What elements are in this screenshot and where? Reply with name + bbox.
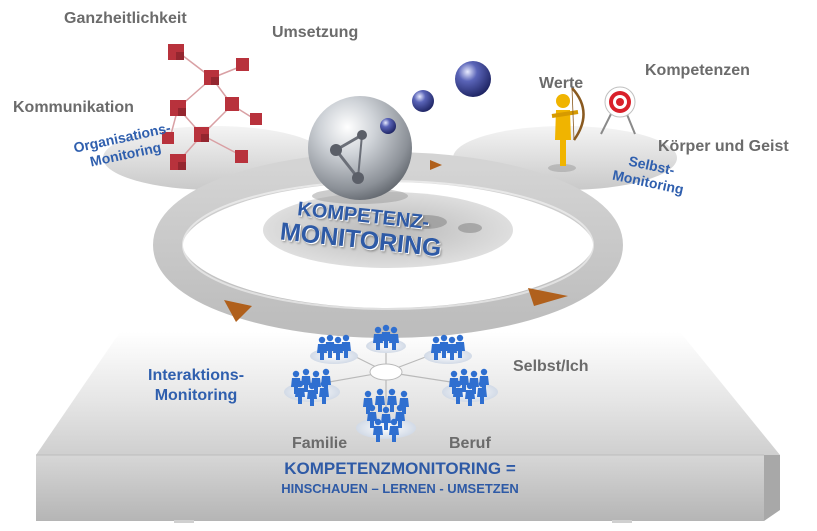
bottom-banner: KOMPETENZMONITORING = HINSCHAUEN – LERNE… bbox=[36, 458, 764, 498]
ring-arrow-left bbox=[224, 300, 252, 322]
label-selbst-ich: Selbst/Ich bbox=[513, 358, 589, 375]
label-umsetzung: Umsetzung bbox=[272, 24, 359, 41]
platform bbox=[36, 332, 780, 521]
label-interaktions-monitoring: Interaktions- Monitoring bbox=[148, 366, 244, 406]
target-icon bbox=[600, 86, 636, 135]
label-ganzheitlichkeit: Ganzheitlichkeit bbox=[64, 10, 187, 27]
molecule-cubes-icon bbox=[162, 44, 262, 170]
banner-line2: HINSCHAUEN – LERNEN - UMSETZEN bbox=[281, 481, 519, 496]
sphere-network-icon bbox=[308, 96, 412, 204]
label-kommunikation: Kommunikation bbox=[13, 99, 134, 116]
label-interaktions-line2: Monitoring bbox=[154, 387, 238, 404]
label-interaktions-line1: Interaktions- bbox=[148, 367, 245, 384]
center-plate bbox=[263, 192, 513, 268]
archer-icon bbox=[548, 87, 585, 172]
people-group-icon bbox=[284, 324, 498, 442]
label-kompetenzen: Kompetenzen bbox=[645, 62, 750, 79]
label-familie: Familie bbox=[292, 435, 348, 452]
label-koerper-geist: Körper und Geist bbox=[658, 138, 789, 155]
floating-ball-large bbox=[455, 61, 491, 97]
floating-ball-small bbox=[412, 90, 434, 112]
label-werte: Werte bbox=[539, 75, 584, 92]
label-beruf: Beruf bbox=[449, 435, 491, 452]
banner-line1: KOMPETENZMONITORING = bbox=[284, 459, 516, 478]
ring-arrow-right bbox=[528, 288, 568, 306]
ring-arrow-top bbox=[430, 160, 442, 170]
